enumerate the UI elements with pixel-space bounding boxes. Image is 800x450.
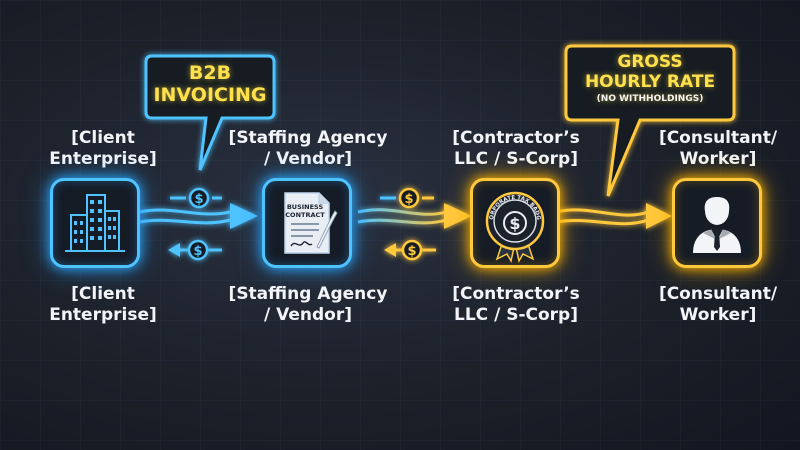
gross-line1: GROSS [617, 52, 683, 72]
office-building-icon [65, 194, 125, 252]
svg-text:$: $ [404, 192, 413, 207]
contract-document-icon: BUSINESS CONTRACT [284, 192, 338, 254]
label-top-llc: [Contractor’s LLC / S-Corp] [452, 128, 580, 169]
svg-text:$: $ [194, 192, 203, 207]
b2b-line1: B2B [188, 62, 232, 84]
label-bottom-llc: [Contractor’s LLC / S-Corp] [452, 284, 580, 325]
b2b-invoicing-callout [144, 54, 276, 171]
svg-text:$: $ [193, 244, 202, 259]
label-top-agency: [Staffing Agency / Vendor] [228, 128, 388, 169]
b2b-line2: INVOICING [153, 84, 267, 106]
arrow-llc-to-consultant [555, 203, 672, 229]
gross-hourly-rate-callout [564, 44, 736, 197]
gross-line2: HOURLY RATE [584, 72, 716, 92]
label-top-client: [Client Enterprise] [49, 128, 157, 169]
arrow-agency-to-llc [357, 203, 472, 229]
dollar-coin-icon: $ [170, 187, 222, 209]
gross-note: (NO WITHHOLDINGS) [596, 94, 704, 104]
staffing-agency-node: BUSINESS CONTRACT [262, 178, 352, 268]
contractor-llc-node: CORPORATE TAX BADGE $ [470, 178, 560, 268]
consultant-worker-node [672, 178, 762, 268]
businessman-icon [693, 197, 741, 253]
dollar-coin-icon: $ [401, 239, 423, 261]
b2b-invoicing-title: B2B INVOICING [146, 62, 274, 106]
client-enterprise-node [50, 178, 140, 268]
label-bottom-consultant: [Consultant/ Worker] [658, 284, 778, 325]
dollar-coin-icon: $ [187, 239, 209, 261]
arrow-client-to-agency [139, 203, 258, 229]
label-bottom-agency: [Staffing Agency / Vendor] [228, 284, 388, 325]
tax-badge-icon: CORPORATE TAX BADGE $ [473, 181, 545, 264]
label-bottom-client: [Client Enterprise] [49, 284, 157, 325]
svg-text:BUSINESS: BUSINESS [287, 203, 324, 211]
svg-text:$: $ [509, 214, 520, 233]
label-top-consultant: [Consultant/ Worker] [658, 128, 778, 169]
dollar-coin-icon: $ [380, 187, 434, 209]
svg-text:$: $ [407, 244, 416, 259]
gross-hourly-rate-title: GROSS HOURLY RATE (NO WITHHOLDINGS) [566, 52, 734, 106]
svg-text:CONTRACT: CONTRACT [285, 211, 325, 219]
